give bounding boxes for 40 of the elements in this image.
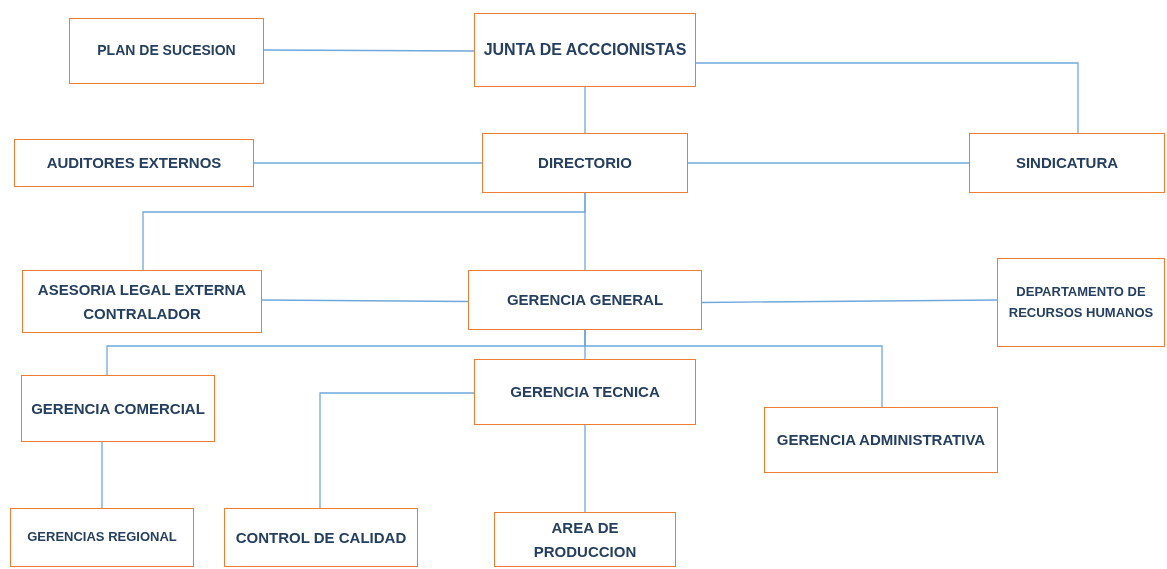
connector-line [263,49,475,52]
box-label: DIRECTORIO [537,153,633,174]
org-box [468,270,702,330]
box-label: CONTROL DE CALIDAD [234,527,408,548]
box-label: GERENCIA COMERCIAL [30,398,206,419]
org-box [494,512,676,567]
box-label: JUNTA DE ACCCIONISTAS [482,39,688,60]
connector-line [584,329,883,408]
org-box [764,407,998,473]
box-label: DEPARTAMENTO DE RECURSOS HUMANOS [1007,283,1155,322]
org-box [10,508,194,567]
org-box [474,359,696,425]
org-box [21,375,215,442]
org-box [224,508,418,567]
connector-line [584,424,586,513]
box-label: ASESORIA LEGAL EXTERNA CONTRALADOR [36,280,248,324]
connector-line [584,192,586,271]
connector-line [101,441,103,509]
org-box [997,258,1165,347]
connector-line [695,62,1079,134]
connector-line [687,162,970,164]
box-label: SINDICATURA [1014,153,1120,174]
connector-line [701,299,998,304]
org-box [969,133,1165,193]
box-label: AUDITORES EXTERNOS [45,153,223,174]
box-label: GERENCIA TECNICA [509,382,661,403]
box-label: GERENCIA ADMINISTRATIVA [775,430,987,451]
connector-line [319,392,475,509]
connector-line [261,299,469,303]
connector-line [584,86,586,134]
box-label: GERENCIA GENERAL [505,290,665,311]
org-box [69,18,264,84]
org-box [22,270,262,333]
box-label: GERENCIAS REGIONAL [26,528,178,547]
org-box [14,139,254,187]
connector-line [253,162,483,164]
org-box [482,133,688,193]
org-box [474,13,696,87]
box-label: AREA DE PRODUCCION [532,518,638,562]
box-label: PLAN DE SUCESION [96,41,237,61]
